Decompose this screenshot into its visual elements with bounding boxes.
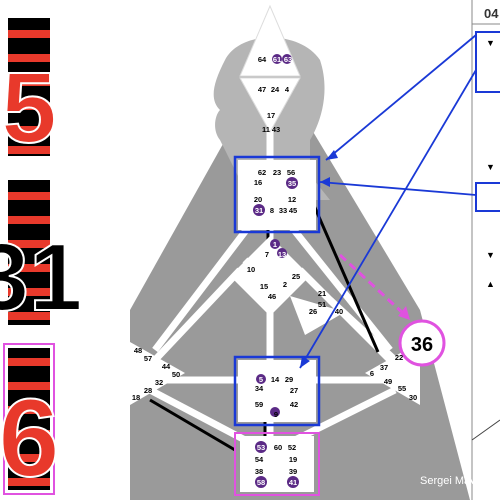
svg-text:▲: ▲ bbox=[486, 279, 495, 289]
gate-label-45: 45 bbox=[289, 206, 297, 215]
gate-label-2: 2 bbox=[283, 280, 287, 289]
gate-label-39: 39 bbox=[289, 467, 297, 476]
gate-label-21: 21 bbox=[318, 289, 326, 298]
gate-label-42: 42 bbox=[290, 400, 298, 409]
activated-gate-dots bbox=[253, 54, 299, 488]
gate-label-27: 27 bbox=[290, 386, 298, 395]
gate-label-60: 60 bbox=[274, 443, 282, 452]
gate-label-40: 40 bbox=[335, 307, 343, 316]
hexagram-digit-middle: 31 bbox=[0, 224, 82, 331]
throat-center bbox=[238, 160, 316, 230]
root-highlight-box bbox=[234, 432, 320, 496]
gate-label-56: 56 bbox=[287, 168, 295, 177]
gate-label-37: 37 bbox=[380, 363, 388, 372]
gate-label-51: 51 bbox=[318, 300, 326, 309]
ajna-center bbox=[239, 77, 301, 134]
gate-label-48: 48 bbox=[134, 346, 142, 355]
gate-label-6: 6 bbox=[370, 369, 374, 378]
gate-label-1: 1 bbox=[273, 240, 277, 249]
gate-label-63: 63 bbox=[284, 55, 292, 64]
gate-label-11: 11 bbox=[262, 125, 270, 134]
panel-box-middle bbox=[475, 182, 500, 212]
pink-dashed-arrow bbox=[338, 253, 407, 317]
gate-label-8: 8 bbox=[270, 206, 274, 215]
hexagram-panel-top: 5 bbox=[0, 18, 58, 165]
gate-label-7: 7 bbox=[265, 250, 269, 259]
gate-label-24: 24 bbox=[271, 85, 280, 94]
gate-label-49: 49 bbox=[384, 377, 392, 386]
gate-label-41: 41 bbox=[289, 478, 297, 487]
hexagram-panel-bottom: 6 bbox=[0, 343, 61, 500]
gate-label-22: 22 bbox=[395, 353, 403, 362]
spleen-center bbox=[130, 342, 185, 405]
gate-label-3: 3 bbox=[261, 410, 265, 419]
gate-label-35: 35 bbox=[288, 179, 296, 188]
author-credit: Sergei Mavlat bbox=[420, 475, 487, 487]
gate-label-13: 13 bbox=[278, 250, 286, 259]
svg-text:▼: ▼ bbox=[486, 38, 495, 48]
gate-label-34: 34 bbox=[255, 384, 264, 393]
svg-text:▼: ▼ bbox=[486, 162, 495, 172]
root-center bbox=[240, 436, 314, 492]
gate-label-4: 4 bbox=[285, 85, 290, 94]
gate-label-14: 14 bbox=[271, 375, 280, 384]
gate-label-28: 28 bbox=[144, 386, 152, 395]
gate-label-47: 47 bbox=[258, 85, 266, 94]
gate-label-53: 53 bbox=[257, 443, 265, 452]
gate-label-5: 5 bbox=[259, 375, 263, 384]
sacral-highlight-box bbox=[233, 355, 321, 427]
gate-label-9: 9 bbox=[274, 410, 278, 419]
gate-label-33: 33 bbox=[279, 206, 287, 215]
gate-label-50: 50 bbox=[172, 370, 180, 379]
panel-number: 04 bbox=[484, 6, 499, 21]
gate-label-19: 19 bbox=[289, 455, 297, 464]
gate-label-64: 64 bbox=[258, 55, 267, 64]
gate-label-12: 12 bbox=[288, 195, 296, 204]
gate-label-44: 44 bbox=[162, 362, 171, 371]
hexagram-panel-middle: 31 bbox=[0, 180, 83, 332]
gate-label-26: 26 bbox=[309, 307, 317, 316]
gate-label-54: 54 bbox=[255, 455, 264, 464]
gate-label-32: 32 bbox=[155, 378, 163, 387]
gate-label-20: 20 bbox=[254, 195, 262, 204]
gate-label-57: 57 bbox=[144, 354, 152, 363]
gate-label-61: 61 bbox=[273, 55, 281, 64]
gate-label-18: 18 bbox=[132, 393, 140, 402]
gate-label-46: 46 bbox=[268, 292, 276, 301]
hexagram-digit-bottom: 6 bbox=[0, 377, 60, 500]
gate-label-10: 10 bbox=[247, 265, 255, 274]
blue-arrows bbox=[299, 34, 477, 369]
gate-36-badge bbox=[398, 319, 446, 367]
gate-label-30: 30 bbox=[409, 393, 417, 402]
hexagram-digit-top: 5 bbox=[1, 52, 57, 164]
gate-36-badge-label: 36 bbox=[411, 334, 433, 356]
gate-label-17: 17 bbox=[267, 111, 275, 120]
gate-label-15: 15 bbox=[260, 282, 268, 291]
ego-center bbox=[290, 296, 345, 335]
gate-label-55: 55 bbox=[398, 384, 406, 393]
gate-label-29: 29 bbox=[285, 375, 293, 384]
gate-label-52: 52 bbox=[288, 443, 296, 452]
gate-label-43: 43 bbox=[272, 125, 280, 134]
panel-box-top bbox=[475, 31, 500, 93]
gate-label-58: 58 bbox=[257, 478, 265, 487]
throat-highlight-box bbox=[233, 155, 321, 234]
gate-label-62: 62 bbox=[258, 168, 266, 177]
gate-label-59: 59 bbox=[255, 400, 263, 409]
gate-label-25: 25 bbox=[292, 272, 300, 281]
gate-label-31: 31 bbox=[255, 206, 263, 215]
gate-label-38: 38 bbox=[255, 467, 263, 476]
gate-label-23: 23 bbox=[273, 168, 281, 177]
gate-label-16: 16 bbox=[254, 178, 262, 187]
svg-text:▼: ▼ bbox=[486, 250, 495, 260]
